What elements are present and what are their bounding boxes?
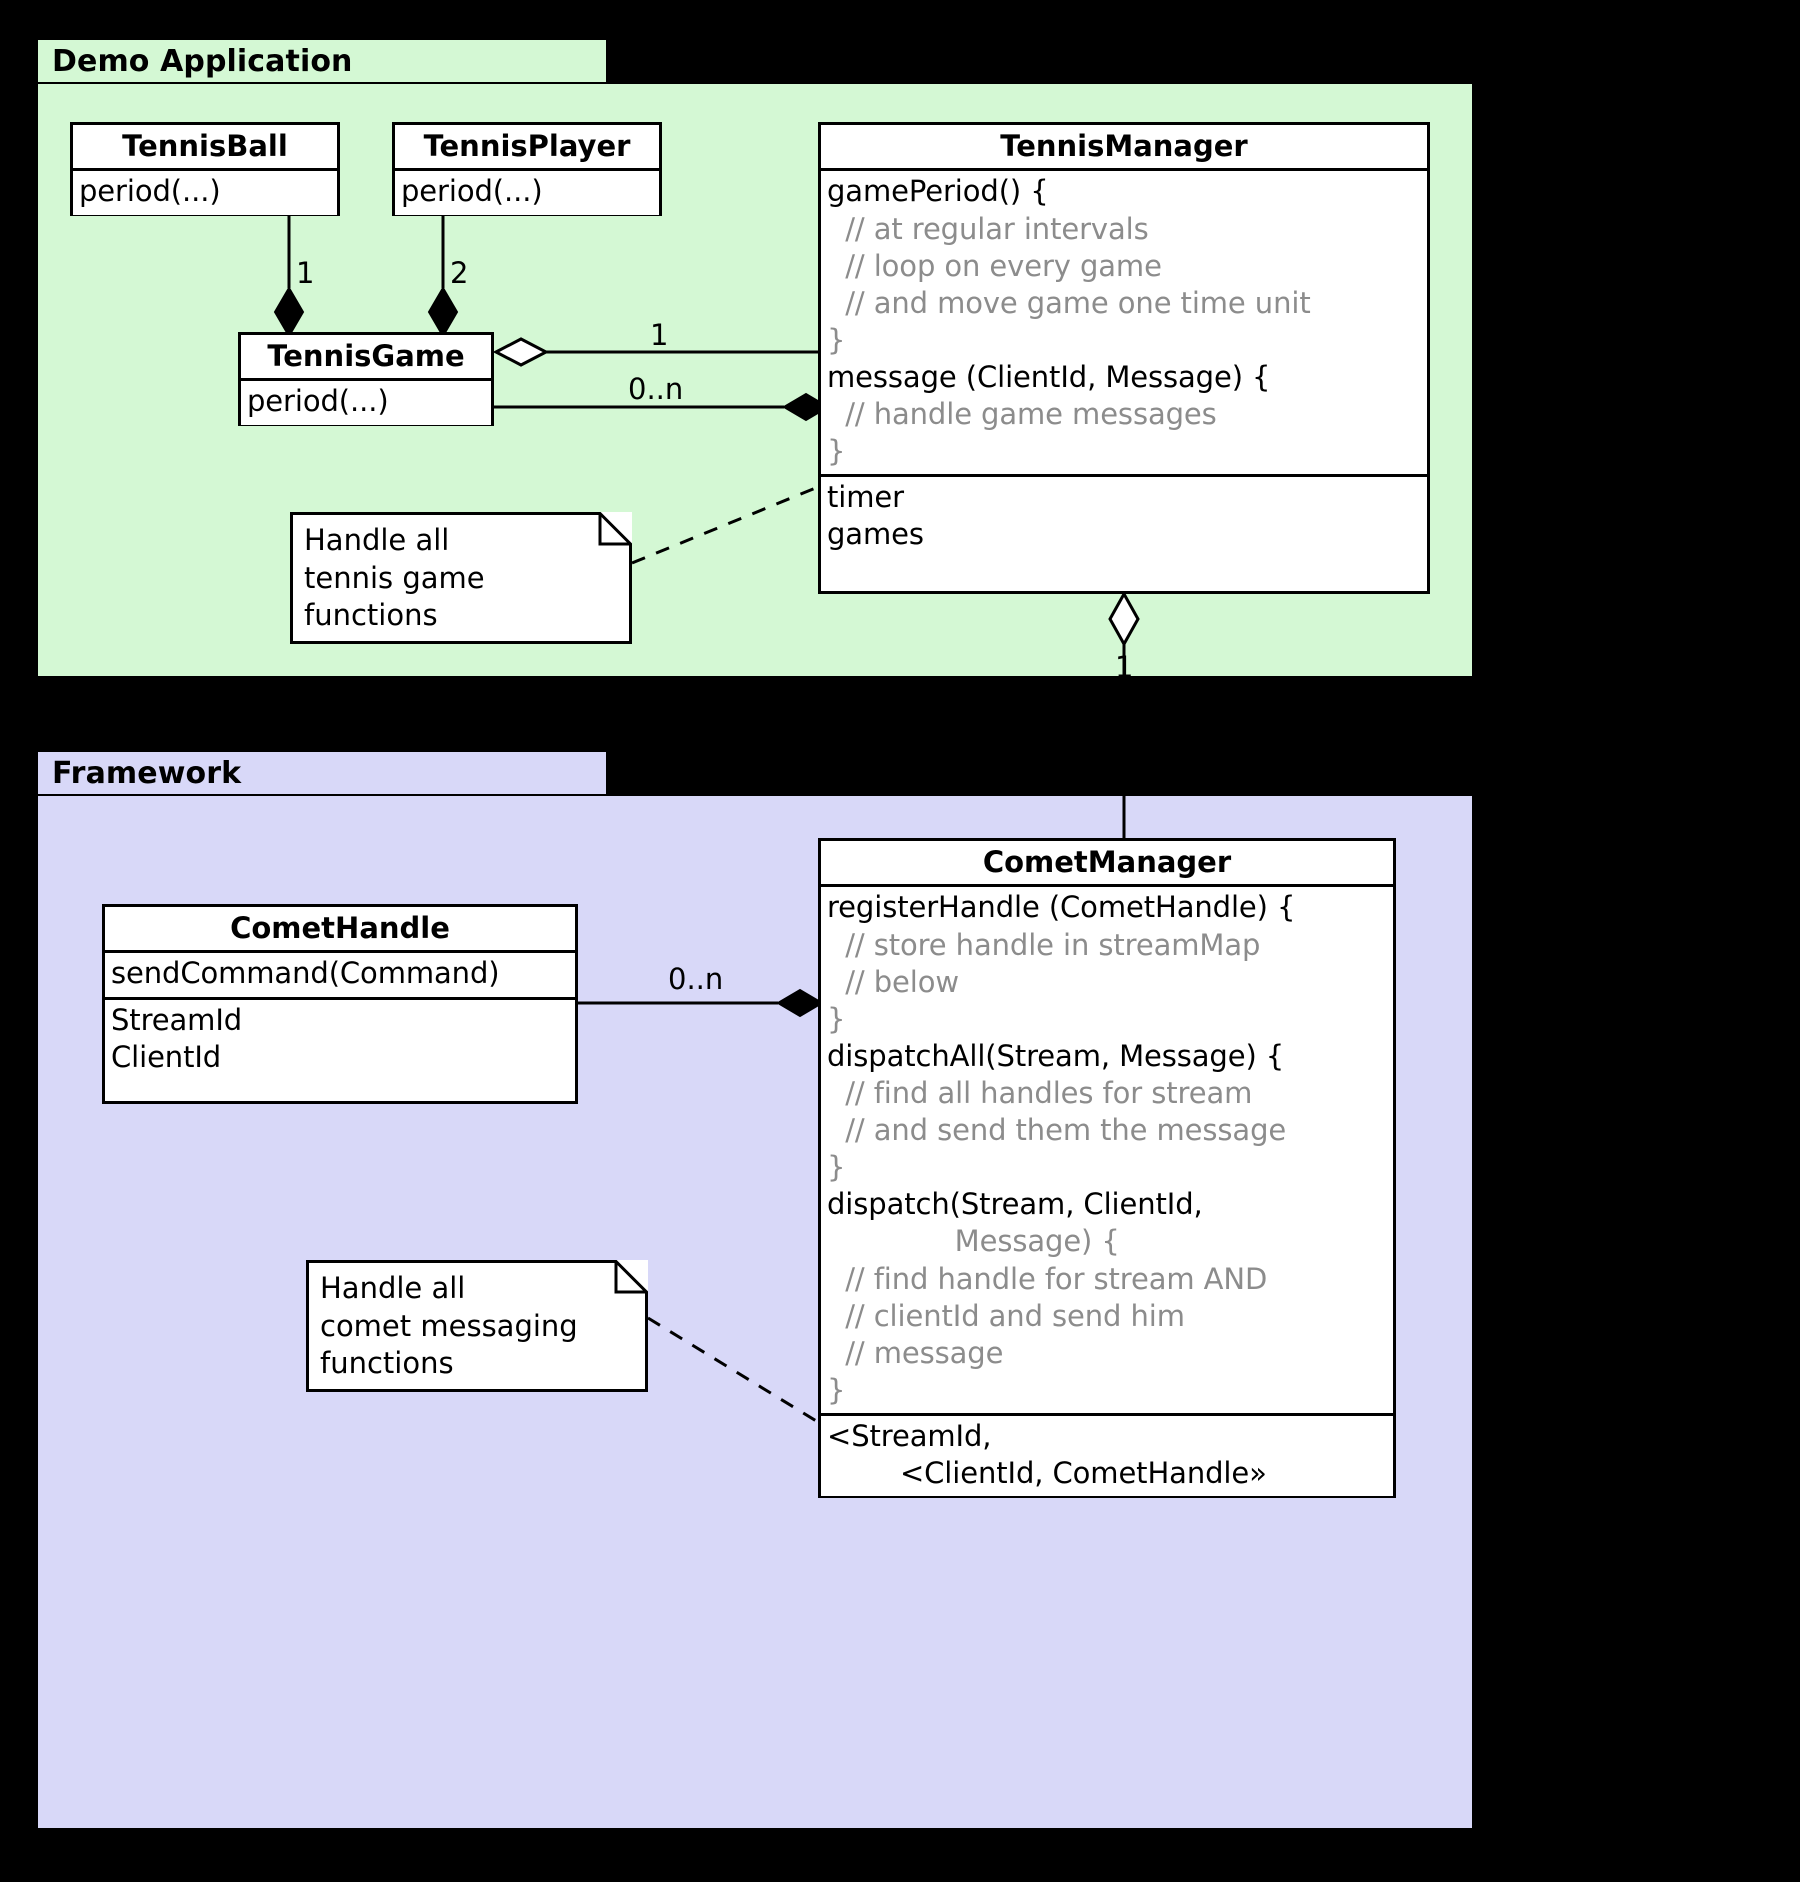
package-tab-framework: Framework [36,750,608,794]
class-line: Message) { [827,1224,1120,1259]
class-line: // and move game one time unit [827,285,1311,320]
class-line: period(...) [79,174,221,209]
class-line: // at regular intervals [827,211,1149,246]
class-section-operations: period(...) [395,171,659,215]
class-line: dispatchAll(Stream, Message) { [827,1038,1285,1073]
class-line: } [827,322,846,357]
class-line: sendCommand(Command) [111,956,500,991]
multiplicity-handle-to-comet: 0..n [668,962,724,996]
note-framework: Handle all comet messaging functions [306,1260,648,1392]
class-line: // store handle in streamMap [827,927,1261,962]
class-line: gamePeriod() { [827,174,1049,209]
note-text-framework: Handle all comet messaging functions [320,1271,578,1381]
class-line: // find all handles for stream [827,1075,1253,1110]
class-line: // handle game messages [827,397,1217,432]
class-line: // find handle for stream AND [827,1261,1268,1296]
class-tennis-game[interactable]: TennisGame period(...) [238,332,494,426]
class-line: } [827,1001,846,1036]
class-section-operations: gamePeriod() { // at regular intervals /… [821,171,1427,478]
class-line: } [827,1372,846,1407]
note-shape [306,1260,648,1392]
class-section-operations: sendCommand(Command) [105,953,575,1000]
class-line: message (ClientId, Message) { [827,359,1271,394]
class-line: // loop on every game [827,248,1162,283]
class-line: dispatch(Stream, ClientId, [827,1187,1203,1222]
class-line: // clientId and send him [827,1298,1185,1333]
class-section-operations: registerHandle (CometHandle) { // store … [821,887,1393,1416]
class-line: registerHandle (CometHandle) { [827,890,1296,925]
class-tennis-ball[interactable]: TennisBall period(...) [70,122,340,216]
class-name-tennis-manager: TennisManager [821,125,1427,172]
class-line: period(...) [401,174,543,209]
note-text-demo: Handle all tennis game functions [304,523,485,633]
class-section-attributes: <StreamId, <ClientId, CometHandle» [821,1415,1393,1497]
class-comet-handle[interactable]: CometHandle sendCommand(Command) StreamI… [102,904,578,1104]
class-comet-manager[interactable]: CometManager registerHandle (CometHandle… [818,838,1396,1498]
class-name-tennis-ball: TennisBall [73,125,337,172]
class-line: // below [827,964,959,999]
class-line: timer [827,480,904,515]
class-line: } [827,434,846,469]
class-section-attributes: timer games [821,477,1427,558]
package-label-demo-application: Demo Application [52,43,353,79]
multiplicity-ball-to-game: 1 [296,256,315,290]
class-section-operations: period(...) [241,381,491,425]
class-line: } [827,1150,846,1185]
multiplicity-manager-composition: 0..n [628,372,684,406]
class-line: // and send them the message [827,1113,1287,1148]
package-label-framework: Framework [52,755,242,791]
class-section-attributes: StreamId ClientId [105,999,575,1080]
note-shape [290,512,632,644]
class-line: <StreamId, [827,1418,992,1453]
multiplicity-player-to-game: 2 [450,256,469,290]
class-tennis-player[interactable]: TennisPlayer period(...) [392,122,662,216]
class-line: StreamId [111,1002,243,1037]
class-line: // message [827,1335,1004,1370]
class-section-operations: period(...) [73,171,337,215]
class-name-tennis-game: TennisGame [241,335,491,382]
class-line: games [827,517,924,552]
package-tab-demo-application: Demo Application [36,38,608,82]
class-line: period(...) [247,384,389,419]
note-demo-application: Handle all tennis game functions [290,512,632,644]
multiplicity-game-aggregation: 1 [650,318,669,352]
class-tennis-manager[interactable]: TennisManager gamePeriod() { // at regul… [818,122,1430,594]
class-name-comet-manager: CometManager [821,841,1393,888]
class-line: <ClientId, CometHandle» [827,1456,1267,1491]
multiplicity-manager-to-comet: 1 [1115,650,1134,684]
class-line: ClientId [111,1039,222,1074]
class-name-tennis-player: TennisPlayer [395,125,659,172]
class-name-comet-handle: CometHandle [105,907,575,954]
